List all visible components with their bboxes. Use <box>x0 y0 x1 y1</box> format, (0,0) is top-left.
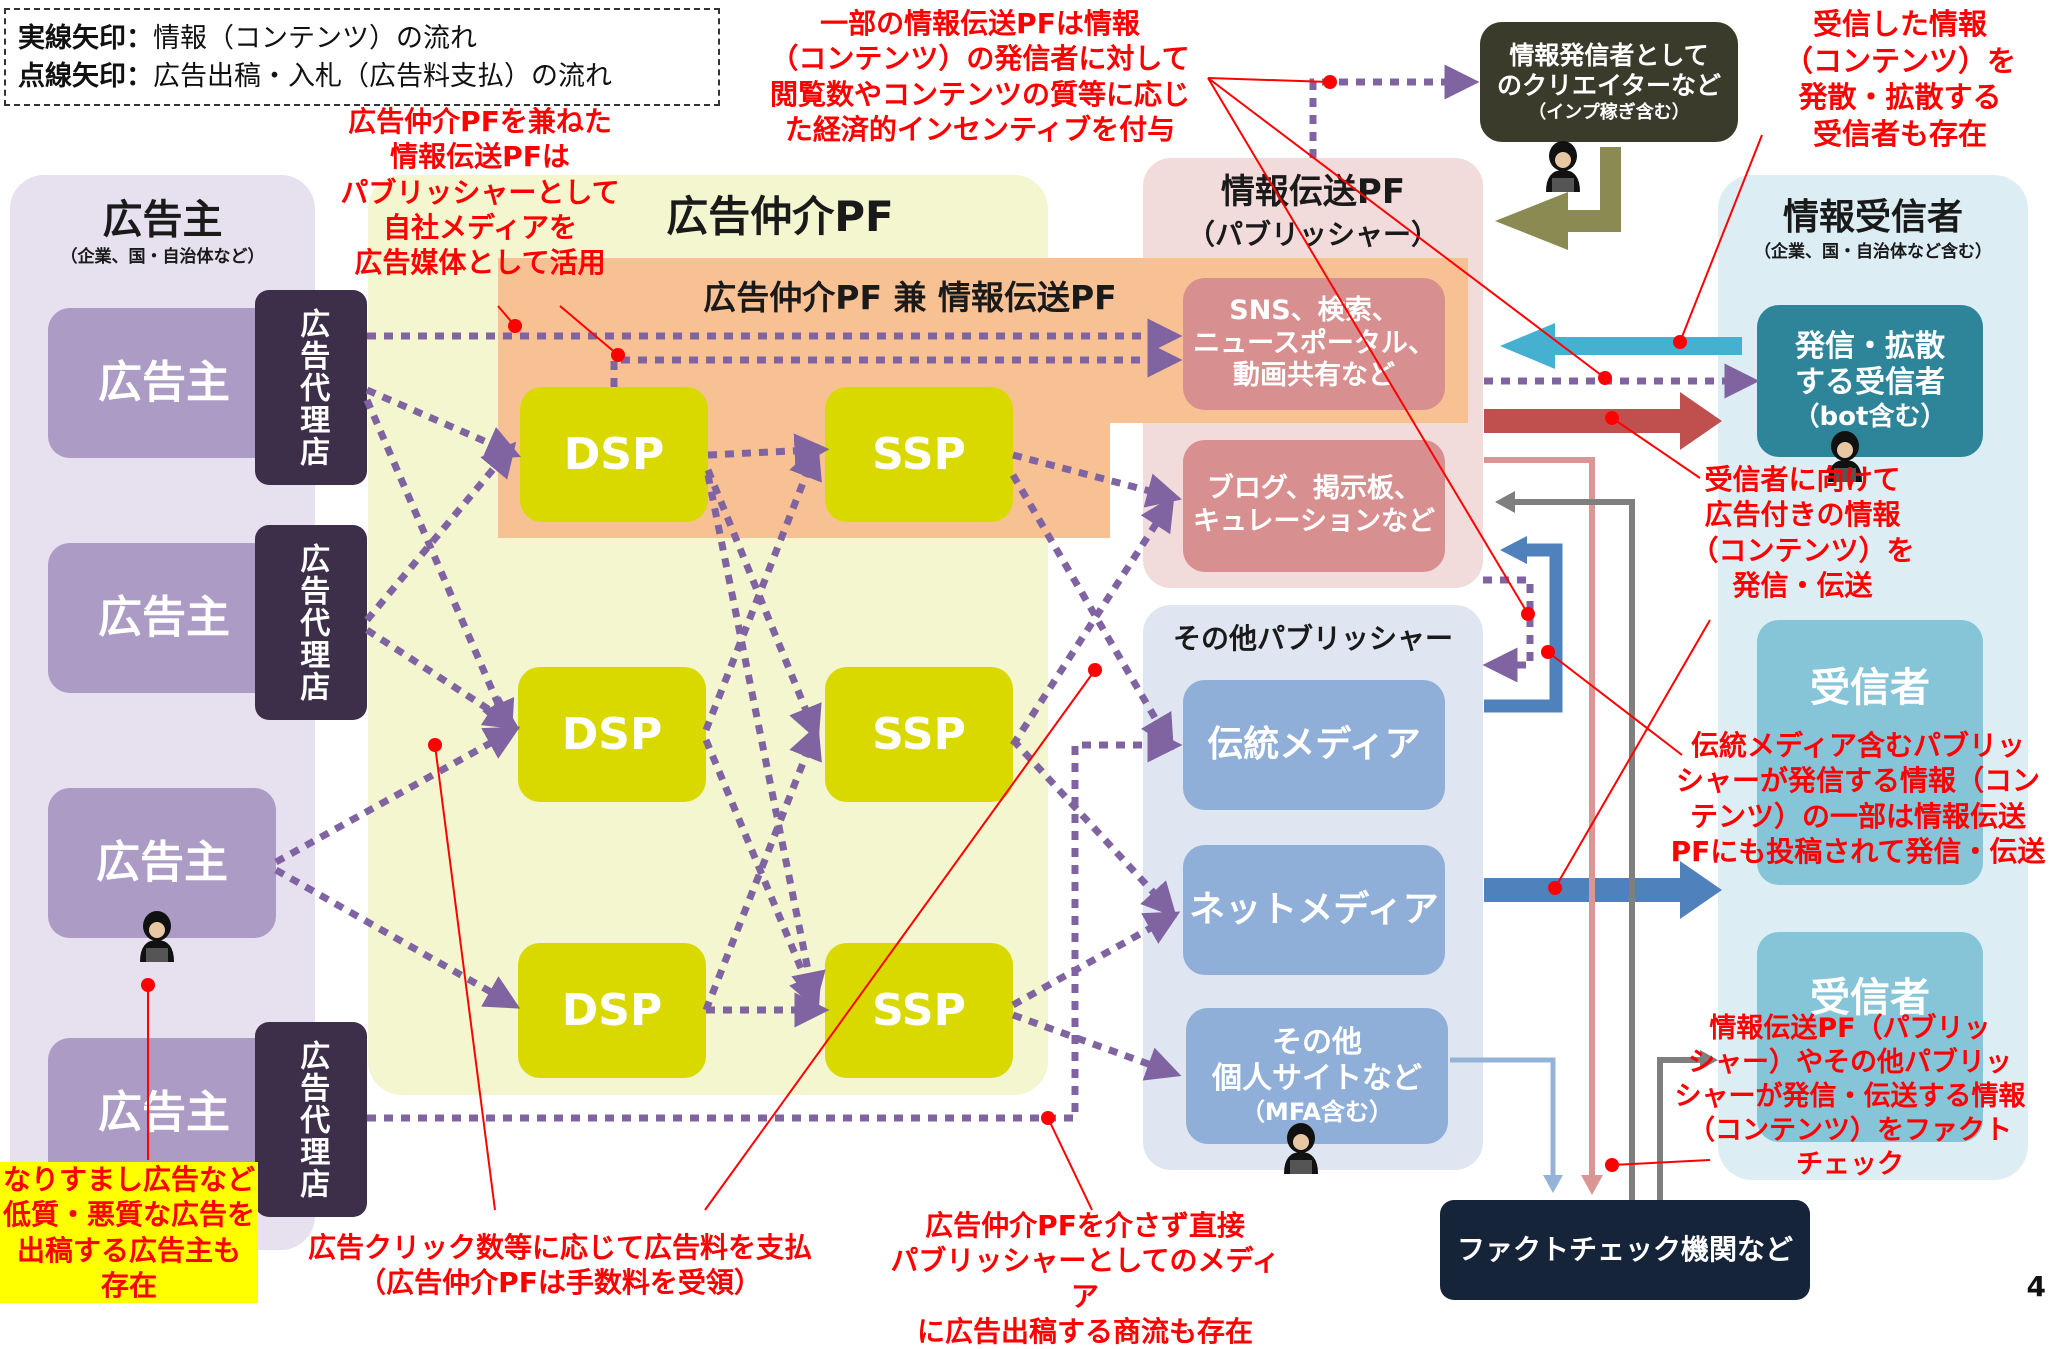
page-number: 4 <box>2026 1270 2046 1303</box>
legend-solid-text: 情報（コンテンツ）の流れ <box>153 23 477 54</box>
advertiser-box-1: 広告主 <box>48 308 280 458</box>
spreader-sub-label: （bot含む） <box>1793 401 1947 432</box>
hacker-icon <box>134 910 180 968</box>
spreader-receiver-box: 発信・拡散 する受信者 （bot含む） <box>1757 305 1983 457</box>
agency-box-1: 広告代理店 <box>255 290 367 485</box>
other-sites-label: その他 個人サイトなど <box>1212 1024 1422 1097</box>
ssp-box-2: SSP <box>825 667 1013 802</box>
creator-label: 情報発信者として のクリエイターなど <box>1496 40 1721 101</box>
traditional-media-box: 伝統メディア <box>1183 680 1445 810</box>
note-spread: 受信した情報 （コンテンツ）を 発散・拡散する 受信者も存在 <box>1783 7 2016 151</box>
other-publisher-title: その他パブリッシャー <box>1172 622 1453 655</box>
legend-dotted-text: 広告出稿・入札（広告料支払）の流れ <box>153 61 612 92</box>
hacker-icon <box>1278 1122 1324 1180</box>
dsp-box-1: DSP <box>520 387 708 522</box>
legend-solid-key: 実線矢印： <box>18 23 153 54</box>
ssp-box-1: SSP <box>825 387 1013 522</box>
solid-content-flow-arrows <box>1450 147 1742 1200</box>
creator-box: 情報発信者として のクリエイターなど （インプ稼ぎ含む） <box>1480 22 1738 142</box>
publisher-pf-title: 情報伝送PF <box>1220 172 1406 212</box>
dsp-box-2: DSP <box>518 667 706 802</box>
agency-box-2: 広告代理店 <box>255 525 367 720</box>
advertiser-zone-subtitle: （企業、国・自治体など） <box>60 247 265 267</box>
legend-solid-row: 実線矢印：情報（コンテンツ）の流れ <box>18 20 706 58</box>
legend-dotted-key: 点線矢印： <box>18 61 153 92</box>
receiver-zone-title: 情報受信者 <box>1782 197 1963 238</box>
other-personal-sites-box: その他 個人サイトなど （MFA含む） <box>1186 1008 1448 1144</box>
agency-box-3: 広告代理店 <box>255 1022 367 1217</box>
note-direct: 広告仲介PFを介さず直接 パブリッシャーとしてのメディア に広告出稿する商流も存… <box>890 1209 1280 1348</box>
blog-board-box: ブログ、掲示板、 キュレーションなど <box>1183 440 1445 572</box>
note-click-fee: 広告クリック数等に応じて広告料を支払 （広告仲介PFは手数料を受領） <box>307 1231 812 1300</box>
factcheck-box: ファクトチェック機関など <box>1440 1200 1810 1300</box>
advertiser-zone-title: 広告主 <box>102 197 223 243</box>
combined-band-title: 広告仲介PF 兼 情報伝送PF <box>703 278 1117 317</box>
legend-dotted-row: 点線矢印：広告出稿・入札（広告料支払）の流れ <box>18 58 706 96</box>
net-media-box: ネットメディア <box>1183 845 1445 975</box>
arrow-layer <box>141 64 1763 1211</box>
creator-sub-label: （インプ稼ぎ含む） <box>1528 101 1690 123</box>
hacker-icon <box>1822 430 1868 488</box>
ssp-box-3: SSP <box>825 943 1013 1078</box>
hacker-icon <box>1540 140 1586 198</box>
annotation-pointer-lines <box>147 77 1763 1211</box>
annotation-pointer-dots <box>141 75 1687 1172</box>
receiver-box-2: 受信者 <box>1757 932 1983 1142</box>
intermediary-zone-title: 広告仲介PF <box>666 192 894 241</box>
note-impersonation: なりすまし広告など 低質・悪質な広告を 出稿する広告主も 存在 <box>0 1162 258 1304</box>
note-traditional-post: 伝統メディア含むパブリッ シャーが発信する情報（コン テンツ）の一部は情報伝送 … <box>1670 729 2046 868</box>
advertiser-box-2: 広告主 <box>48 543 280 693</box>
receiver-box-1: 受信者 <box>1757 620 1983 885</box>
note-incentive: 一部の情報伝送PFは情報 （コンテンツ）の発信者に対して 閲覧数やコンテンツの質… <box>769 7 1190 146</box>
dsp-box-3: DSP <box>518 943 706 1078</box>
sns-search-portal-box: SNS、検索、 ニュースポータル、 動画共有など <box>1183 278 1445 410</box>
note-own-media: 広告仲介PFを兼ねた 情報伝送PFは パブリッシャーとして 自社メディアを 広告… <box>340 105 620 280</box>
other-sites-sub-label: （MFA含む） <box>1240 1097 1394 1126</box>
publisher-pf-subtitle: （パブリッシャー） <box>1186 218 1439 251</box>
legend-box: 実線矢印：情報（コンテンツ）の流れ 点線矢印：広告出稿・入札（広告料支払）の流れ <box>4 8 720 106</box>
note-factcheck: 情報伝送PF（パブリッ シャー）やその他パブリッ シャーが発信・伝送する情報 （… <box>1674 1013 2026 1181</box>
receiver-zone-subtitle: （企業、国・自治体など含む） <box>1754 242 1992 262</box>
spreader-label: 発信・拡散 する受信者 <box>1795 328 1945 401</box>
note-to-receivers: 受信者に向けて 広告付きの情報 （コンテンツ）を 発信・伝送 <box>1690 463 1915 602</box>
